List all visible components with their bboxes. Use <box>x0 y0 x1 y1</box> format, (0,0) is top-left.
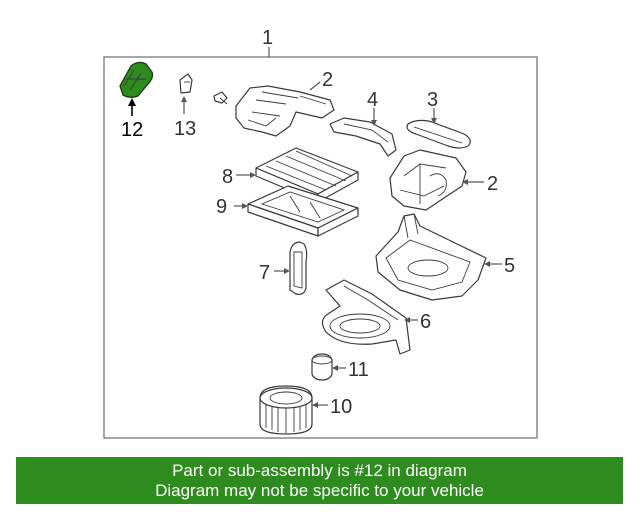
arrow-10 <box>312 402 318 408</box>
callout-1: 1 <box>262 27 273 49</box>
part-3-gasket <box>406 119 471 149</box>
callout-4: 4 <box>367 89 378 111</box>
callout-3: 3 <box>427 89 438 111</box>
parts-diagram: 1 12 13 2 4 3 <box>103 27 538 439</box>
part-4 <box>329 117 397 157</box>
part-13 <box>179 73 193 94</box>
arrow-4 <box>371 120 377 126</box>
banner-line-1: Part or sub-assembly is #12 in diagram <box>172 461 467 480</box>
part-6-housing <box>321 279 411 355</box>
arrow-11 <box>332 365 338 371</box>
part-9-filter-frame <box>247 185 359 237</box>
callout-13: 13 <box>174 118 196 140</box>
callout-8: 8 <box>222 166 233 188</box>
arrow-12 <box>128 98 136 106</box>
callout-6: 6 <box>420 311 431 333</box>
part-7 <box>289 241 308 295</box>
arrow-13 <box>181 96 187 102</box>
screw <box>213 91 228 105</box>
leader-2a <box>309 81 321 91</box>
arrow-3 <box>431 118 437 124</box>
arrow-5 <box>484 261 490 267</box>
notice-banner: Part or sub-assembly is #12 in diagram D… <box>16 457 623 504</box>
arrow-7 <box>284 268 290 274</box>
assembly-frame <box>103 56 538 439</box>
banner-line-2: Diagram may not be specific to your vehi… <box>155 481 484 500</box>
callout-2a: 2 <box>322 69 333 91</box>
part-8-filter <box>255 147 359 203</box>
arrow-8 <box>250 172 256 178</box>
part-2-right-housing <box>389 149 467 211</box>
arrow-9 <box>242 203 248 209</box>
arrow-2b <box>462 179 468 185</box>
part-12-highlighted[interactable] <box>119 61 154 98</box>
callout-9: 9 <box>216 196 227 218</box>
callout-2b: 2 <box>487 173 498 195</box>
part-5-housing <box>375 213 487 301</box>
callout-10: 10 <box>330 396 352 418</box>
arrow-6 <box>404 317 410 323</box>
callout-5: 5 <box>504 255 515 277</box>
part-10-blower-wheel <box>259 385 313 435</box>
callout-12: 12 <box>121 119 143 141</box>
part-11 <box>311 353 333 381</box>
callout-7: 7 <box>259 262 270 284</box>
part-2-upper-duct <box>235 85 335 137</box>
callout-11: 11 <box>348 359 369 381</box>
